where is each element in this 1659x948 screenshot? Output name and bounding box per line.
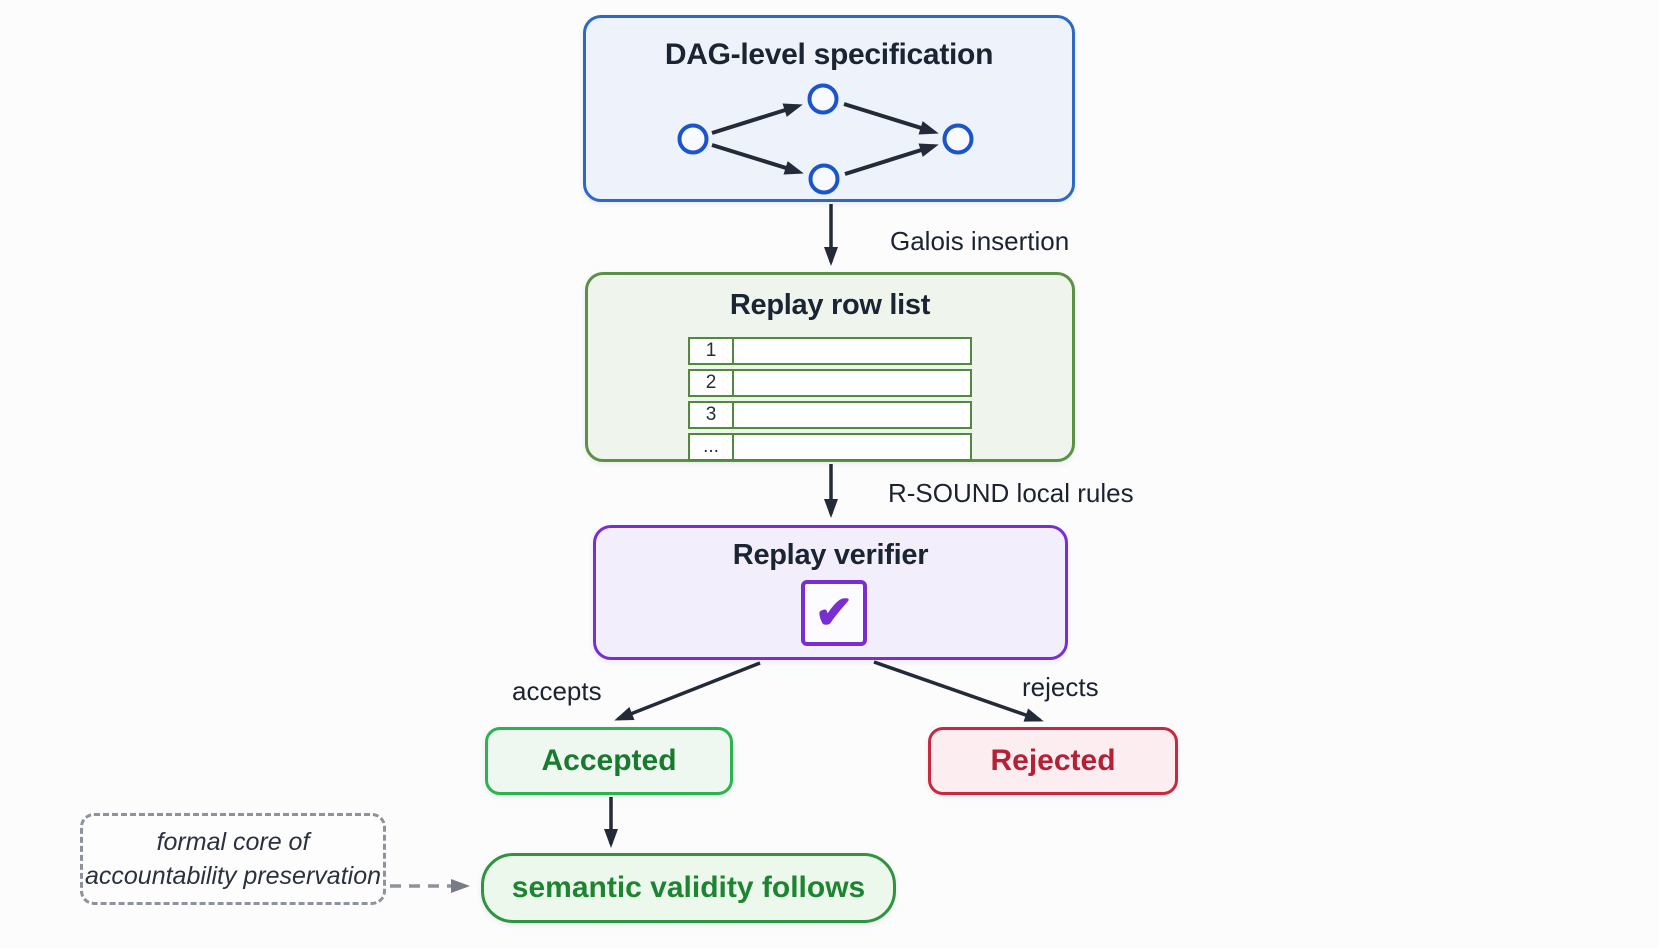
row-value-empty xyxy=(734,403,970,427)
row-value-empty xyxy=(734,339,970,363)
dag-edge xyxy=(844,143,939,176)
row-index: 1 xyxy=(690,339,734,363)
dag-node xyxy=(808,163,840,195)
table-row: 1 xyxy=(688,337,972,365)
node-accepted: Accepted xyxy=(485,727,733,795)
checkbox-graphic: ✔ xyxy=(801,580,867,646)
edge-label-accepts: accepts xyxy=(512,676,602,706)
dag-node xyxy=(807,83,839,115)
arrow-verifier-to-rejected xyxy=(873,660,1044,722)
arrow-verifier-to-accepted xyxy=(614,661,761,721)
node-replay-verifier: Replay verifier ✔ xyxy=(593,525,1068,660)
replay-row-table: 1 2 3 ... xyxy=(688,337,972,465)
accepted-label: Accepted xyxy=(541,744,677,777)
edge-label-galois: Galois insertion xyxy=(890,226,1070,256)
node-rejected: Rejected xyxy=(928,727,1178,795)
checkmark-icon: ✔ xyxy=(814,585,854,638)
edge-label-rejects: rejects xyxy=(1022,672,1099,702)
row-index: 3 xyxy=(690,403,734,427)
dag-edge xyxy=(711,103,803,135)
dag-edge xyxy=(843,102,939,135)
row-index: ... xyxy=(690,435,734,459)
table-row: 3 xyxy=(688,401,972,429)
row-value-empty xyxy=(734,435,970,459)
annotation-line-1: formal core of xyxy=(156,828,310,856)
row-index: 2 xyxy=(690,371,734,395)
annotation-box: formal core of accountability preservati… xyxy=(80,813,386,905)
node-dag-spec: DAG-level specification xyxy=(583,15,1075,202)
replay-row-list-title: Replay row list xyxy=(729,289,931,321)
rejected-label: Rejected xyxy=(990,744,1116,777)
dag-node xyxy=(942,123,974,155)
row-value-empty xyxy=(734,371,970,395)
dag-node xyxy=(677,123,709,155)
dag-spec-title: DAG-level specification xyxy=(664,38,994,71)
edge-label-rsound: R-SOUND local rules xyxy=(888,478,1134,508)
node-replay-row-list: Replay row list 1 2 3 ... xyxy=(585,272,1075,462)
dag-graphic xyxy=(677,83,974,195)
node-semantic-validity: semantic validity follows xyxy=(481,853,896,923)
table-row: ... xyxy=(688,433,972,461)
replay-verifier-title: Replay verifier xyxy=(732,539,929,571)
annotation-line-2: accountability preservation xyxy=(85,862,381,890)
table-row: 2 xyxy=(688,369,972,397)
dag-edge xyxy=(711,143,804,175)
semantic-validity-label: semantic validity follows xyxy=(511,871,866,904)
